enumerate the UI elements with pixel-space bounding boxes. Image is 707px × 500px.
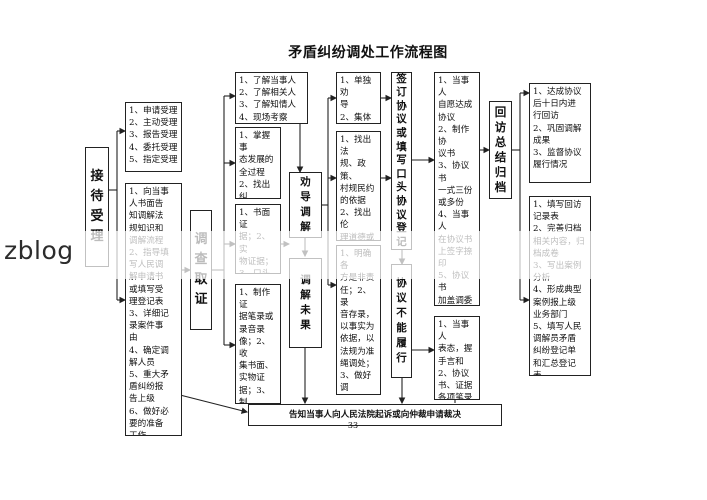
node-followup-steps: 1、达成协议 后十日内进 行回访 2、巩固调解 成果 3、监督协议 履行情况	[529, 83, 591, 183]
node-archive-steps: 1、填写回访 记录表 2、完善归档 相关内容，归 档成卷 3、写出案例 分析 4…	[529, 196, 591, 376]
node-understand: 1、了解当事人 2、了解相关人 3、了解知情人 4、现场考察	[235, 72, 308, 124]
diagram-title: 矛盾纠纷调处工作流程图	[288, 45, 448, 61]
footer-outcome: 告知当事人向人民法院起诉或向仲裁申请裁决	[248, 404, 502, 426]
node-not-performed-steps: 1、当事人 表态，握 手言和 2、协议 书、证据 各项笔录 资料一并 存档	[434, 316, 480, 400]
node-law-policy: 1、找出法 规、政策、 村规民约 的依据 2、找出伦 理道德或 风俗习惯 的依据	[336, 131, 381, 241]
node-not-performed: 协 议 不 能 履 行	[391, 264, 412, 378]
node-record-making: 1、制作证 据笔录或 录音录 像；2、收 集书面、 实物证 据；3、制 定调解方…	[235, 284, 281, 404]
page-number: 33	[347, 421, 359, 430]
node-mediation-forms: 1、单独劝 导 2、集体劝 导	[336, 72, 381, 124]
node-followup-archive: 回 访 总 结 归 档	[489, 101, 512, 199]
watermark-band	[0, 231, 707, 279]
node-grasp: 1、掌握事 态发展的 全过程 2、找出纠 纷的原因 和焦点	[235, 127, 281, 199]
node-sign-agreement: 签 订 协 议 或 填 写 口 头 协 议 登 记	[391, 72, 412, 250]
node-mediation: 劝 导 调 解	[289, 172, 322, 238]
node-intake-list: 1、申请受理 2、主动受理 3、报告受理 4、委托受理 5、指定受理	[125, 102, 182, 172]
watermark-text: zblog	[4, 236, 74, 265]
